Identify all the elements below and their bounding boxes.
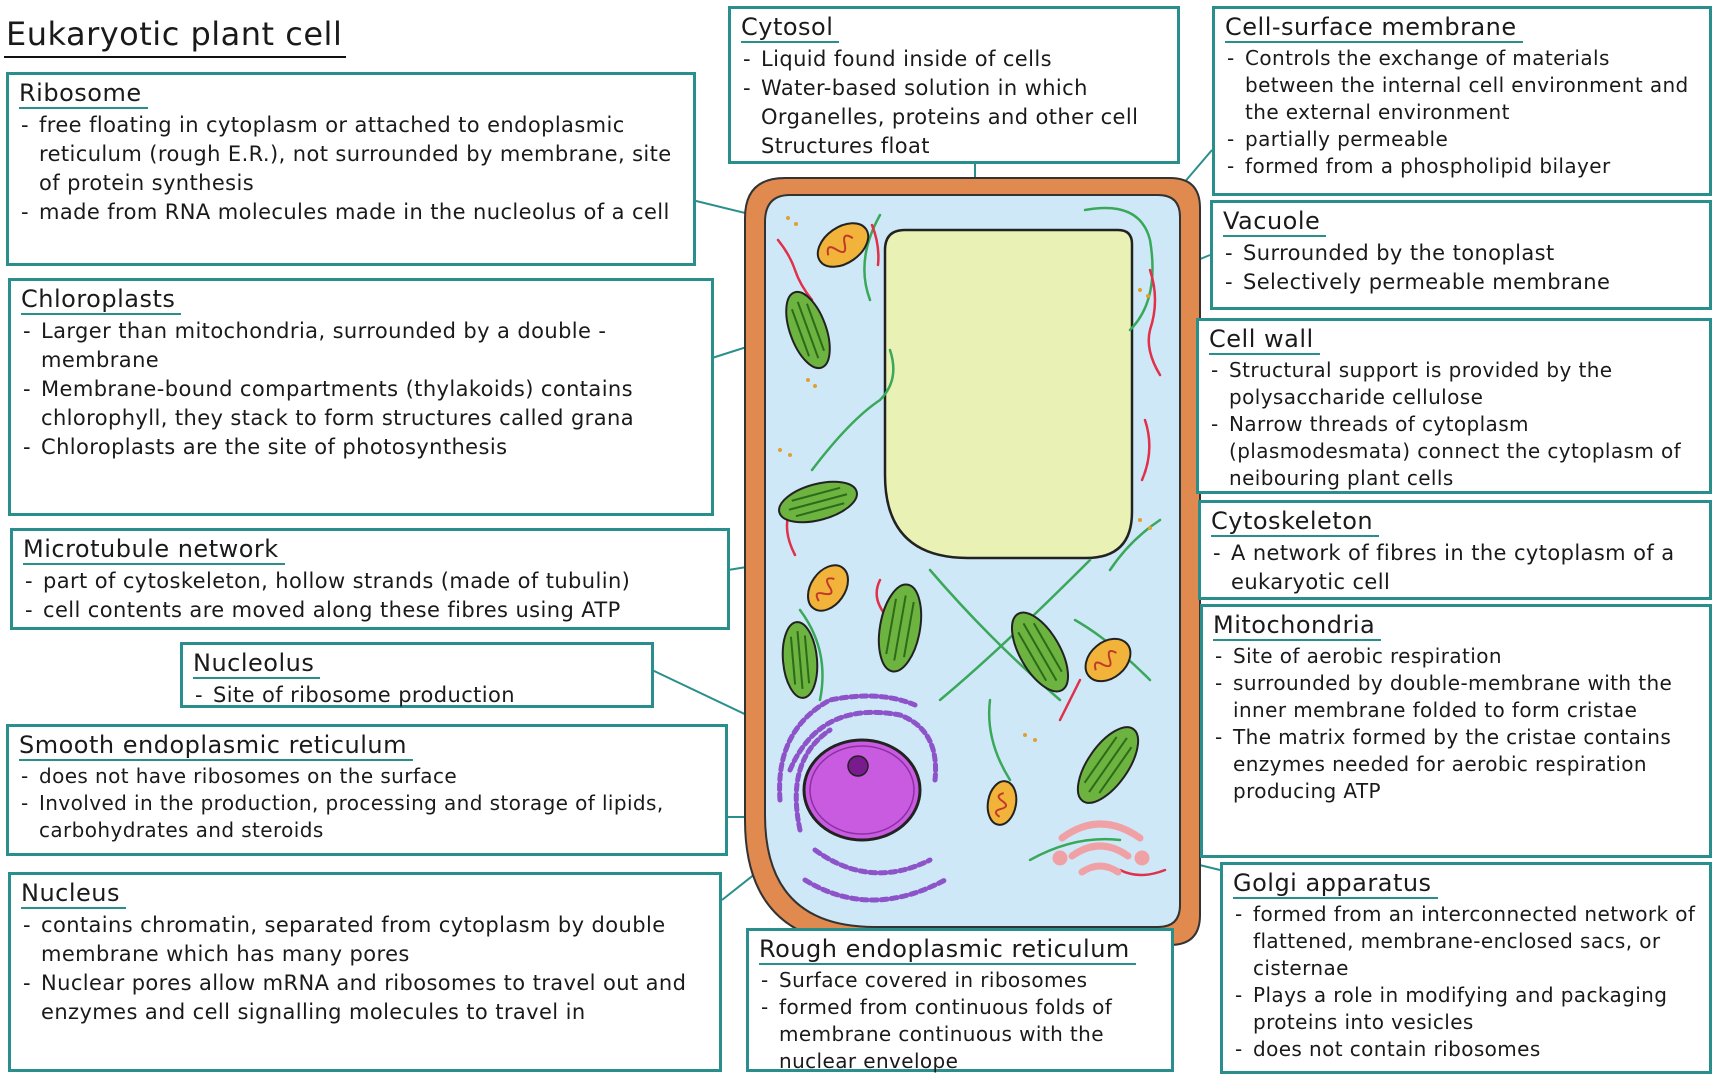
chloroplasts-point: Membrane-bound compartments (thylakoids)… [21,375,701,433]
cell-wall-heading: Cell wall [1209,325,1320,355]
cell-wall-box: Cell wall Structural support is provided… [1196,318,1712,494]
microtubule-fibres [798,206,1162,862]
nucleus-box: Nucleus contains chromatin, separated fr… [8,872,722,1072]
rough-er-heading: Rough endoplasmic reticulum [759,935,1136,965]
nucleus-heading: Nucleus [21,879,127,909]
nucleolus [847,755,869,777]
nucleus-point: Nuclear pores allow mRNA and ribosomes t… [21,969,709,1027]
nucleolus-box: Nucleolus Site of ribosome production [180,642,654,710]
chloroplasts-point: Larger than mitochondria, surrounded by … [21,317,701,375]
mitochondria-point: Site of aerobic respiration [1213,643,1699,670]
ribosome-heading: Ribosome [19,79,148,109]
cytosol-box: Cytosol Liquid found inside of cells Wat… [728,6,1180,164]
cell-wall-point: Narrow threads of cytoplasm (plasmodesma… [1209,411,1699,492]
cell-surface-membrane-point: formed from a phospholipid bilayer [1225,153,1699,180]
golgi-apparatus-heading: Golgi apparatus [1233,869,1438,899]
microtubule-network-box: Microtubule network part of cytoskeleton… [10,528,730,630]
ribosome-point: free floating in cytoplasm or attached t… [19,111,683,198]
microtubule-network-heading: Microtubule network [23,535,285,565]
smooth-er-heading: Smooth endoplasmic reticulum [19,731,413,761]
cell-surface-membrane-point: partially permeable [1225,126,1699,153]
mitochondria-heading: Mitochondria [1213,611,1382,641]
cytosol-point: Water-based solution in which Organelles… [741,74,1167,161]
golgi-apparatus-point: Plays a role in modifying and packaging … [1233,982,1699,1036]
cytosol-heading: Cytosol [741,13,840,43]
mitochondria-box: Mitochondria Site of aerobic respiration… [1200,604,1712,858]
rough-er [777,693,948,903]
cell-surface-membrane-heading: Cell-surface membrane [1225,13,1523,43]
golgi-apparatus-box: Golgi apparatus formed from an interconn… [1220,862,1712,1074]
smooth-er-point: does not have ribosomes on the surface [19,763,715,790]
chloroplasts-point: Chloroplasts are the site of photosynthe… [21,433,701,462]
vacuole-point: Selectively permeable membrane [1223,268,1699,297]
nucleus [802,738,922,842]
mitochondria-point: The matrix formed by the cristae contain… [1213,724,1699,805]
nucleus-point: contains chromatin, separated from cytop… [21,911,709,969]
vacuole-heading: Vacuole [1223,207,1327,237]
cell-wall-point: Structural support is provided by the po… [1209,357,1699,411]
smooth-er-point: Involved in the production, processing a… [19,790,715,844]
smooth-er-box: Smooth endoplasmic reticulum does not ha… [6,724,728,856]
golgi-apparatus [1052,820,1150,876]
rough-er-point: Surface covered in ribosomes [759,967,1161,994]
ribosome-point: made from RNA molecules made in the nucl… [19,198,683,227]
vacuole [883,228,1134,560]
chloroplasts [778,290,1140,804]
ribosome-box: Ribosome free floating in cytoplasm or a… [6,72,696,266]
rough-er-box: Rough endoplasmic reticulum Surface cove… [746,928,1174,1075]
cell-surface-membrane-point: Controls the exchange of materials betwe… [1225,45,1699,126]
golgi-apparatus-point: does not contain ribosomes [1233,1036,1699,1063]
chloroplasts-heading: Chloroplasts [21,285,182,315]
cytoskeleton-point: A network of fibres in the cytoplasm of … [1211,539,1699,597]
nucleus-inner-membrane [809,745,915,835]
vacuole-box: Vacuole Surrounded by the tonoplast Sele… [1210,200,1712,310]
microtubule-network-point: cell contents are moved along these fibr… [23,596,717,625]
cytoskeleton-box: Cytoskeleton A network of fibres in the … [1198,500,1712,600]
chloroplasts-box: Chloroplasts Larger than mitochondria, s… [8,278,714,516]
cytosol-point: Liquid found inside of cells [741,45,1167,74]
cytoskeleton-heading: Cytoskeleton [1211,507,1380,537]
mitochondria-point: surrounded by double-membrane with the i… [1213,670,1699,724]
cell-surface-membrane-box: Cell-surface membrane Controls the excha… [1212,6,1712,196]
vacuole-point: Surrounded by the tonoplast [1223,239,1699,268]
microtubule-network-point: part of cytoskeleton, hollow strands (ma… [23,567,717,596]
nucleolus-heading: Nucleolus [193,649,321,679]
mitochondria [807,222,1132,826]
page-title: Eukaryotic plant cell [4,14,347,58]
rough-er-point: formed from continuous folds of membrane… [759,994,1161,1075]
nucleolus-point: Site of ribosome production [193,681,641,710]
ribosomes [778,216,1152,742]
golgi-apparatus-point: formed from an interconnected network of… [1233,901,1699,982]
smooth-er [776,223,1167,877]
